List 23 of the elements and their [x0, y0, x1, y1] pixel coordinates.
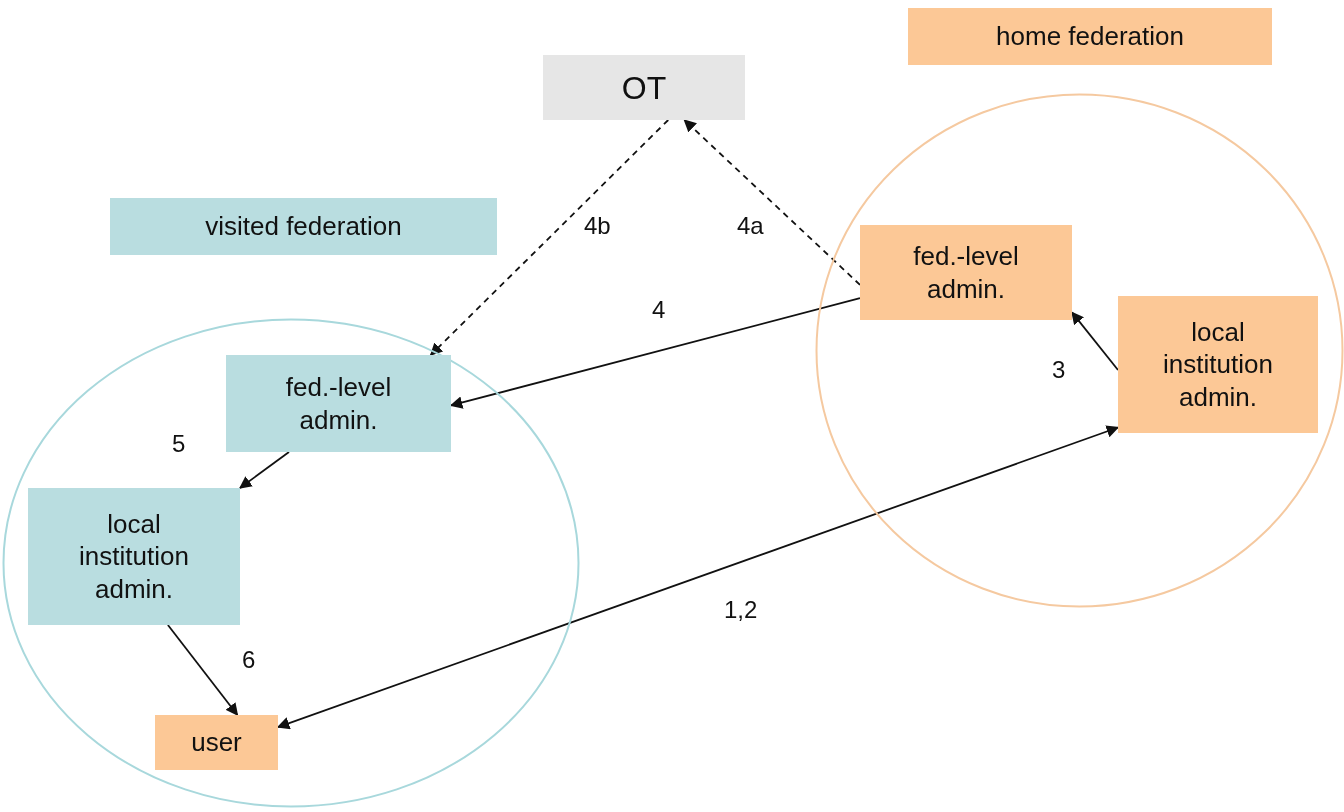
- node-label: user: [191, 726, 242, 759]
- arrow: [167, 624, 239, 716]
- process-box: [908, 8, 1272, 65]
- node-label: local institution admin.: [78, 507, 190, 606]
- node-label: visited federation: [205, 210, 402, 243]
- process-box: [543, 55, 745, 120]
- node-label: fed.-level admin.: [912, 240, 1020, 305]
- process-box: [155, 715, 278, 770]
- group-circle: [815, 93, 1344, 608]
- process-box: [226, 355, 451, 452]
- group-circle: [2, 318, 580, 808]
- node-label: fed.-level admin.: [284, 371, 393, 436]
- node-label: local institution admin.: [1162, 315, 1274, 414]
- node-label: OT: [621, 68, 667, 108]
- dashed-arrow: [429, 119, 670, 356]
- process-box: [860, 225, 1072, 320]
- process-box: [110, 198, 497, 255]
- process-box: [1118, 296, 1318, 433]
- process-box: [28, 488, 240, 625]
- dashed-arrow: [683, 119, 861, 286]
- node-label: home federation: [996, 20, 1184, 53]
- arrow: [1071, 311, 1119, 371]
- arrow: [239, 451, 290, 489]
